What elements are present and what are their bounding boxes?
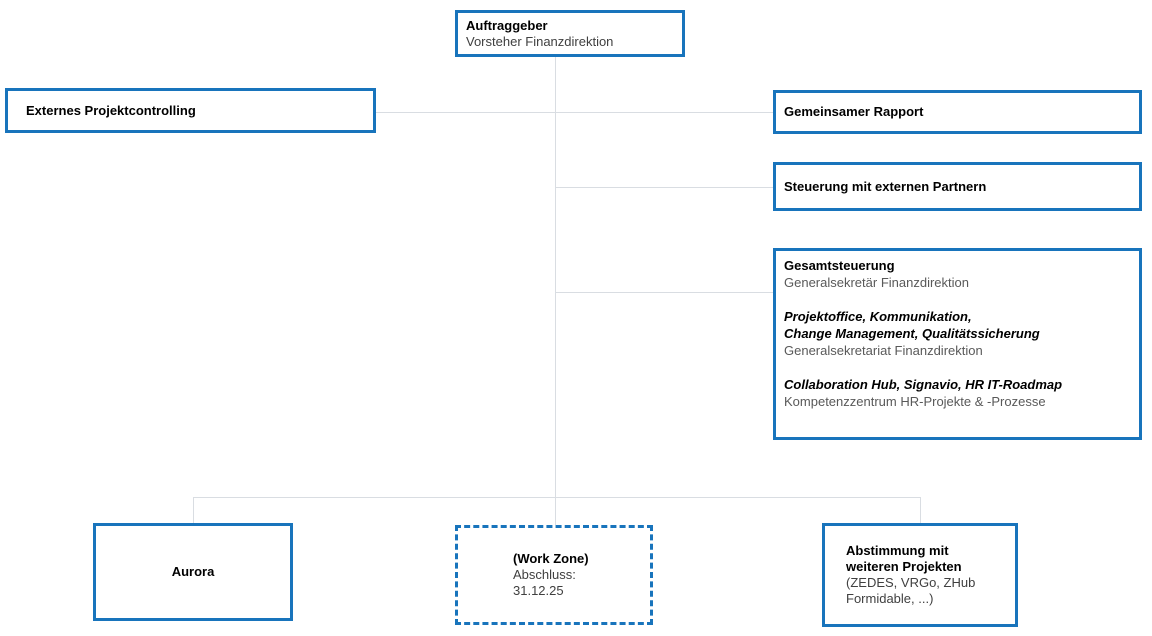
node-steuerung-externe-partner: Steuerung mit externen Partnern (773, 162, 1142, 211)
gesamtsteuerung-section2-line2: Change Management, Qualitätssicherung (784, 326, 1040, 341)
abstimmung-subtitle-line1: (ZEDES, VRGo, ZHub (846, 575, 976, 590)
node-gemeinsamer-rapport: Gemeinsamer Rapport (773, 90, 1142, 134)
connector-steuerung (555, 187, 773, 188)
node-auftraggeber: Auftraggeber Vorsteher Finanzdirektion (455, 10, 685, 57)
aurora-title: Aurora (171, 564, 215, 579)
gesamtsteuerung-section3-title: Collaboration Hub, Signavio, HR IT-Roadm… (784, 377, 1063, 392)
gesamtsteuerung-spacer-1 (784, 291, 1131, 308)
abstimmung-title-line2: weiteren Projekten (846, 559, 962, 574)
gesamtsteuerung-title: Gesamtsteuerung (784, 258, 895, 273)
workzone-line3: 31.12.25 (513, 583, 564, 598)
gesamtsteuerung-section2-line1: Projektoffice, Kommunikation, (784, 309, 972, 324)
auftraggeber-title: Auftraggeber (466, 17, 548, 33)
gesamtsteuerung-section3-subtitle: Kompetenzzentrum HR-Projekte & -Prozesse (784, 394, 1046, 409)
abstimmung-title-line1: Abstimmung mit (846, 543, 949, 558)
workzone-title: (Work Zone) (513, 551, 589, 566)
connector-stub-abstimmung (920, 497, 921, 523)
connector-stub-aurora (193, 497, 194, 523)
gesamtsteuerung-section2-subtitle: Generalsekretariat Finanzdirektion (784, 343, 983, 358)
node-gesamtsteuerung: Gesamtsteuerung Generalsekretär Finanzdi… (773, 248, 1142, 440)
node-abstimmung-weitere-projekte: Abstimmung mit weiteren Projekten (ZEDES… (822, 523, 1018, 627)
workzone-line2: Abschluss: (513, 567, 576, 582)
node-externes-projektcontrolling: Externes Projektcontrolling (5, 88, 376, 133)
rapport-title: Gemeinsamer Rapport (784, 104, 924, 119)
connector-bottom-horizontal (193, 497, 920, 498)
steuerung-title: Steuerung mit externen Partnern (784, 178, 987, 194)
connector-gesamtsteuerung (555, 292, 773, 293)
externes-title: Externes Projektcontrolling (26, 102, 196, 118)
node-aurora: Aurora (93, 523, 293, 621)
connector-main-vertical (555, 57, 556, 525)
node-work-zone: (Work Zone) Abschluss: 31.12.25 (455, 525, 653, 625)
connector-externes-rapport (376, 112, 773, 113)
abstimmung-subtitle-line2: Formidable, ...) (846, 591, 934, 606)
gesamtsteuerung-spacer-2 (784, 359, 1131, 376)
auftraggeber-subtitle: Vorsteher Finanzdirektion (466, 33, 614, 49)
gesamtsteuerung-subtitle: Generalsekretär Finanzdirektion (784, 275, 969, 290)
